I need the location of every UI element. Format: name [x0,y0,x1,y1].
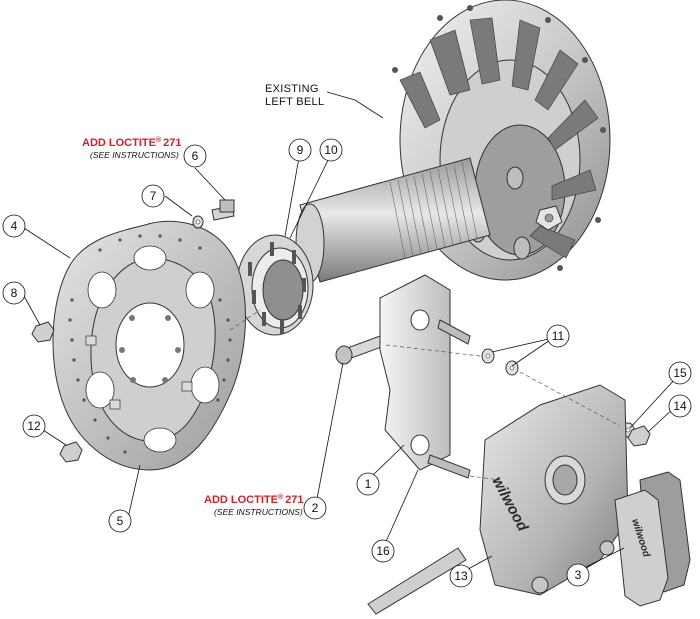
washer-7 [192,215,204,229]
existing-bell-label: EXISTING LEFT BELL [265,83,324,108]
callout-10: 10 [319,138,343,162]
nut-8 [31,321,55,343]
callout-16: 16 [371,539,395,563]
wilwood-caliper: wilwood [479,384,629,596]
callout-11: 11 [546,324,570,348]
callout-12: 12 [22,414,46,438]
loctite-note-lower: ADD LOCTITE®271 (SEE INSTRUCTIONS) [204,493,303,517]
callout-3: 3 [566,563,590,587]
dashed-assembly-lines [229,309,621,481]
bell-fins [399,17,599,259]
callout-13: 13 [449,564,473,588]
callout-1: 1 [356,472,380,496]
callout-7: 7 [141,184,165,208]
callout-14: 14 [668,394,692,418]
callout-4: 4 [2,214,26,238]
leader-lines [23,91,677,575]
nut-12 [59,441,83,463]
svg-text:EXISTING: EXISTING [265,83,319,95]
svg-text:(SEE INSTRUCTIONS): (SEE INSTRUCTIONS) [90,150,179,160]
svg-text:8: 8 [11,286,18,300]
callout-15: 15 [668,361,692,385]
svg-text:10: 10 [324,143,338,157]
svg-text:2: 2 [312,501,319,515]
bell-bolt-holes [392,5,606,271]
svg-text:11: 11 [552,329,565,343]
svg-text:6: 6 [192,149,199,163]
svg-text:4: 4 [11,219,18,233]
svg-text:7: 7 [150,189,157,203]
brake-rotor [52,220,246,471]
svg-text:13: 13 [454,569,468,583]
rotor-cross-drill [68,234,232,454]
svg-text:1: 1 [365,477,372,491]
svg-text:14: 14 [673,399,687,413]
callouts: 1 2 3 4 5 6 7 8 9 10 11 12 13 14 15 16 [2,138,692,588]
rotor-bolt-holes [119,315,181,383]
svg-text:ADD LOCTITE®271: ADD LOCTITE®271 [82,136,181,149]
callout-9: 9 [288,138,312,162]
callout-2: 2 [303,496,327,520]
svg-text:LEFT BELL: LEFT BELL [265,96,324,108]
svg-text:ADD LOCTITE®271: ADD LOCTITE®271 [204,493,303,506]
svg-text:15: 15 [673,366,687,380]
callout-6: 6 [183,144,207,168]
svg-text:(SEE INSTRUCTIONS): (SEE INSTRUCTIONS) [214,507,303,517]
bolt-13 [367,547,467,615]
svg-text:3: 3 [575,568,582,582]
loctite-note-upper: ADD LOCTITE®271 (SEE INSTRUCTIONS) [82,136,181,160]
svg-text:5: 5 [117,514,124,528]
svg-text:12: 12 [27,419,41,433]
bolt-2 [335,335,385,365]
callout-5: 5 [108,509,132,533]
brake-pads: wilwood [614,471,691,607]
washers-11 [481,348,519,376]
svg-text:16: 16 [376,544,390,558]
caliper-bracket [379,274,471,479]
nut-14 [627,425,651,447]
rotor-windows [85,245,220,453]
rotor-bolts [85,335,193,410]
rotor-hat-adapter [236,234,314,336]
bolt-6 [211,199,235,221]
svg-text:9: 9 [297,143,304,157]
callout-8: 8 [2,281,26,305]
